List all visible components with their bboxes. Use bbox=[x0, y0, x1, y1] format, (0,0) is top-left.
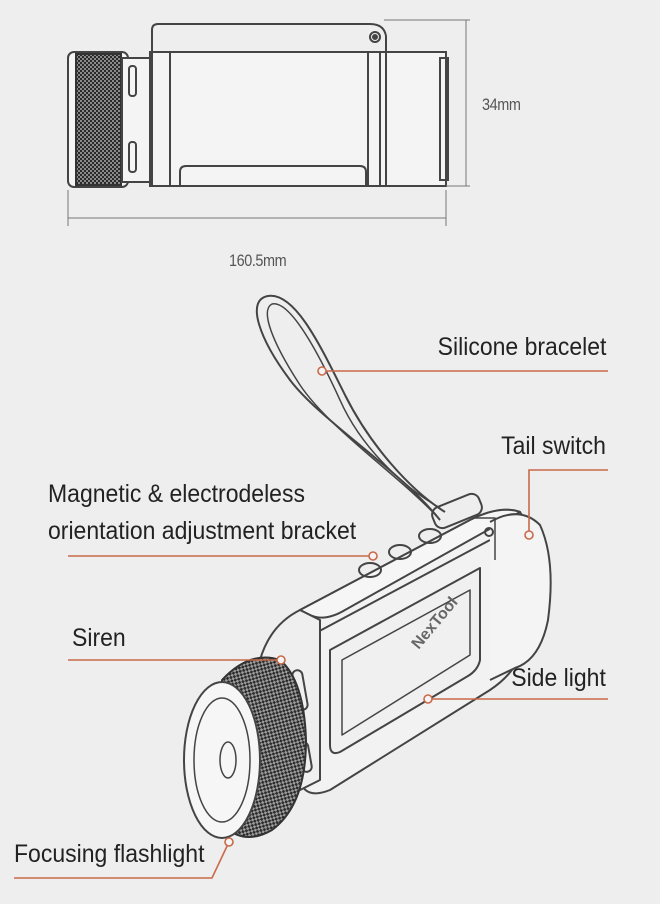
bracket-label-line2: orientation adjustment bracket bbox=[48, 517, 357, 545]
length-dimension-label: 160.5mm bbox=[229, 251, 287, 270]
height-dimension-label: 34mm bbox=[482, 95, 521, 114]
bracket-label-line1: Magnetic & electrodeless bbox=[48, 480, 305, 508]
silicone-bracelet-strap bbox=[255, 294, 446, 521]
flashlight-3d-drawing: NexTool bbox=[183, 294, 552, 839]
siren-label: Siren bbox=[72, 624, 126, 652]
knurled-ring bbox=[75, 53, 122, 186]
leader-lines bbox=[14, 366, 608, 879]
dimension-lines bbox=[67, 19, 470, 226]
focusing-flashlight-label: Focusing flashlight bbox=[14, 840, 205, 868]
side-light-label: Side light bbox=[511, 664, 606, 692]
silicone-bracelet-label: Silicone bracelet bbox=[437, 333, 606, 361]
side-view-drawing bbox=[67, 23, 449, 188]
tail-switch-label: Tail switch bbox=[501, 432, 606, 460]
front-lens bbox=[183, 681, 261, 839]
